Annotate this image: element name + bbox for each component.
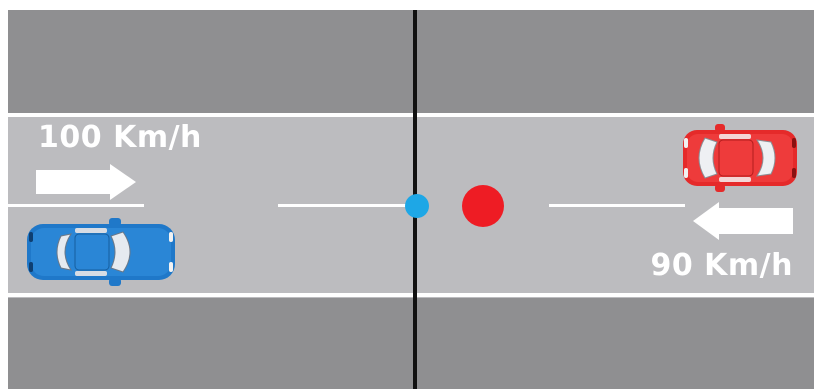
car-side-window xyxy=(75,271,107,276)
car-headlight xyxy=(169,262,173,272)
center-lane-line xyxy=(8,204,685,207)
road-edge-bottom xyxy=(8,293,814,297)
car-roof xyxy=(75,234,109,270)
car-headlight xyxy=(169,232,173,242)
car-headlight xyxy=(684,138,688,148)
car-taillight xyxy=(792,138,796,148)
car-roof xyxy=(719,140,753,176)
bottom-sidewalk xyxy=(8,298,814,389)
blue-car xyxy=(27,218,175,286)
red-marker-dot xyxy=(462,185,504,227)
car-taillight xyxy=(29,262,33,272)
car-side-window xyxy=(719,177,751,182)
lane-dash xyxy=(549,204,685,207)
car-mirror xyxy=(715,184,725,192)
car-mirror xyxy=(109,278,121,286)
car-mirror xyxy=(715,124,725,132)
car-mirror xyxy=(109,218,121,226)
car-side-window xyxy=(719,134,751,139)
red-car xyxy=(683,124,797,192)
red-car-speed-label: 90 Km/h xyxy=(650,248,793,283)
lane-dash xyxy=(278,204,414,207)
road-edge-top xyxy=(8,113,814,117)
blue-car-speed-label: 100 Km/h xyxy=(38,120,202,155)
car-headlight xyxy=(684,168,688,178)
car-side-window xyxy=(75,228,107,233)
lane-dash xyxy=(8,204,144,207)
top-sidewalk xyxy=(8,10,814,113)
blue-marker-dot xyxy=(405,194,429,218)
car-taillight xyxy=(792,168,796,178)
car-taillight xyxy=(29,232,33,242)
